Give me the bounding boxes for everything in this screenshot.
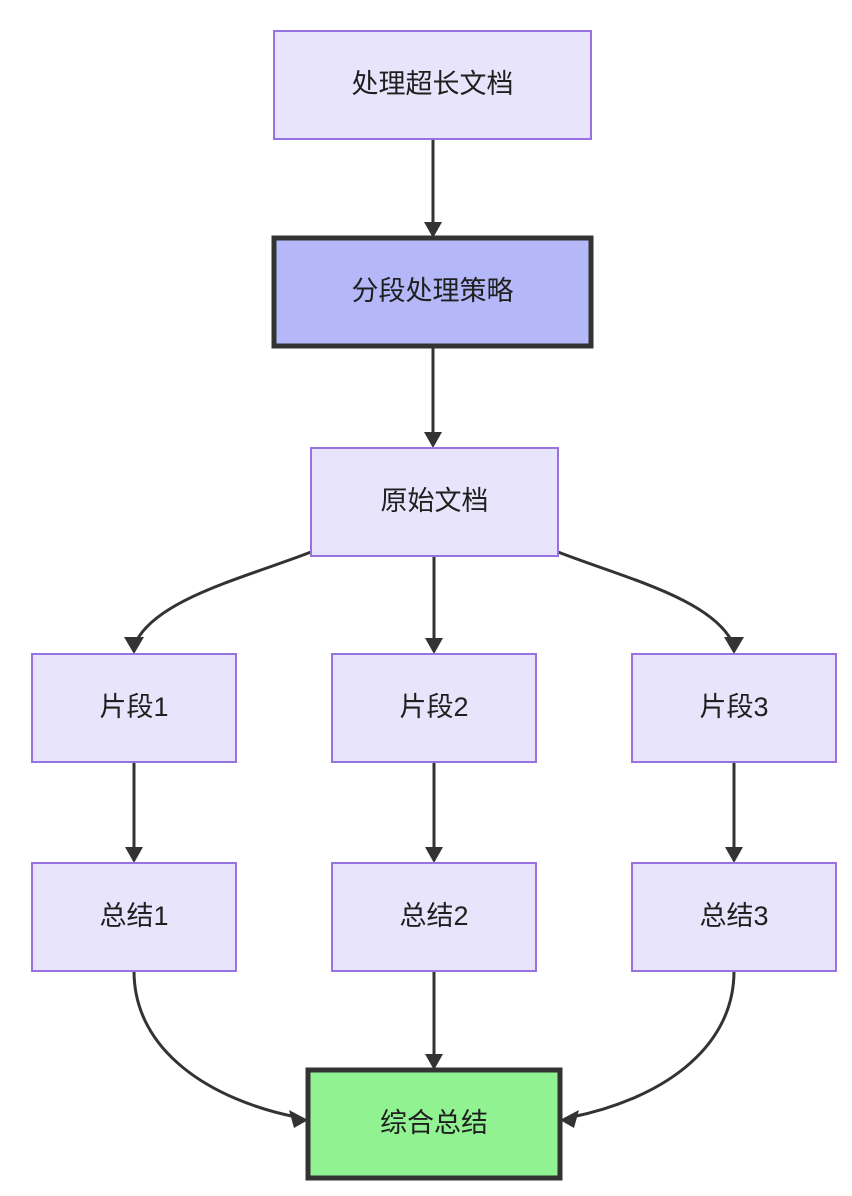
arrowhead-icon	[289, 1110, 308, 1128]
node-doc[interactable]: 处理超长文档	[273, 30, 592, 140]
edge-chunk3-to-sum3	[725, 762, 743, 863]
node-box[interactable]	[305, 1067, 563, 1181]
edge-line	[132, 550, 312, 647]
edge-doc-to-strategy	[424, 139, 442, 238]
edge-source-to-chunk2	[425, 556, 443, 654]
edge-chunk1-to-sum1	[125, 762, 143, 863]
node-label: 原始文档	[381, 486, 489, 516]
edges-layer	[124, 139, 744, 1128]
node-chunk3[interactable]: 片段3	[631, 653, 837, 763]
node-sum2[interactable]: 总结2	[331, 862, 537, 972]
node-box[interactable]	[331, 862, 537, 972]
arrowhead-icon	[424, 432, 442, 448]
node-box[interactable]	[631, 653, 837, 763]
node-label: 处理超长文档	[352, 69, 514, 99]
arrowhead-icon	[424, 222, 442, 238]
node-strategy[interactable]: 分段处理策略	[271, 235, 594, 349]
edge-line	[557, 550, 736, 647]
edge-line	[571, 970, 736, 1119]
node-label: 片段2	[399, 692, 468, 722]
node-box[interactable]	[31, 653, 237, 763]
node-sum1[interactable]: 总结1	[31, 862, 237, 972]
node-source[interactable]: 原始文档	[310, 447, 559, 557]
arrowhead-icon	[125, 847, 143, 863]
node-box[interactable]	[331, 653, 537, 763]
arrowhead-icon	[124, 637, 144, 654]
edge-sum2-to-final	[425, 971, 443, 1070]
arrowhead-icon	[425, 1054, 443, 1070]
node-label: 综合总结	[380, 1108, 488, 1138]
arrowhead-icon	[560, 1110, 579, 1128]
node-box[interactable]	[31, 862, 237, 972]
edge-source-to-chunk3	[557, 550, 744, 654]
node-label: 总结1	[99, 901, 168, 931]
arrowhead-icon	[425, 638, 443, 654]
edge-sum1-to-final	[132, 970, 308, 1128]
node-box[interactable]	[273, 30, 592, 140]
arrowhead-icon	[425, 847, 443, 863]
arrowhead-icon	[724, 637, 744, 654]
node-label: 总结2	[399, 901, 468, 931]
node-chunk1[interactable]: 片段1	[31, 653, 237, 763]
node-box[interactable]	[271, 235, 594, 349]
edge-chunk2-to-sum2	[425, 762, 443, 863]
arrowhead-icon	[725, 847, 743, 863]
node-label: 片段1	[99, 692, 168, 722]
edge-strategy-to-source	[424, 346, 442, 448]
edge-line	[132, 970, 297, 1119]
edge-source-to-chunk1	[124, 550, 312, 654]
node-label: 分段处理策略	[352, 276, 514, 306]
node-box[interactable]	[631, 862, 837, 972]
node-chunk2[interactable]: 片段2	[331, 653, 537, 763]
node-box[interactable]	[310, 447, 559, 557]
node-label: 片段3	[699, 692, 768, 722]
node-final[interactable]: 综合总结	[305, 1067, 563, 1181]
node-label: 总结3	[699, 901, 768, 931]
edge-sum3-to-final	[560, 970, 736, 1128]
node-sum3[interactable]: 总结3	[631, 862, 837, 972]
